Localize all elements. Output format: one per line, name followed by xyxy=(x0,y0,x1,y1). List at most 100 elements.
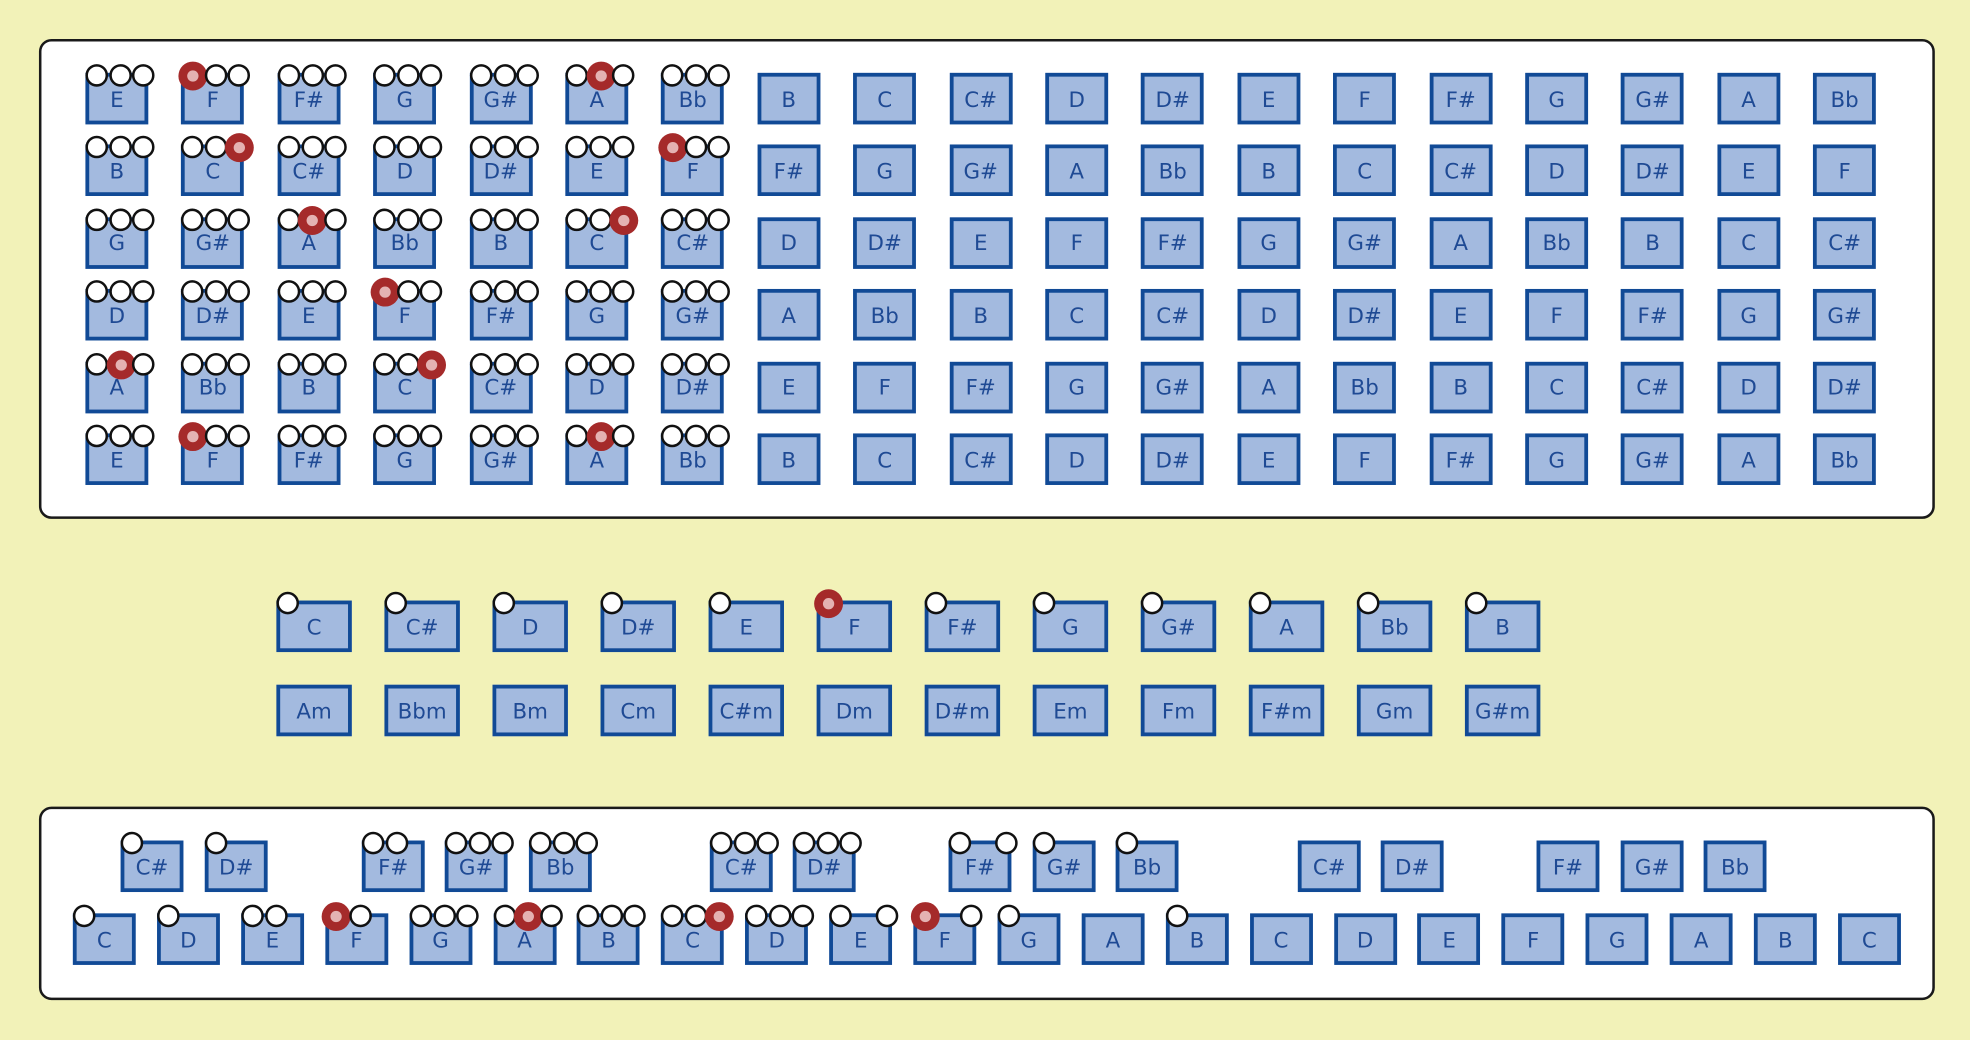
active-finger-marker-icon[interactable] xyxy=(416,350,446,379)
finger-marker-icon[interactable] xyxy=(181,280,205,304)
finger-marker-icon[interactable] xyxy=(948,831,972,855)
finger-marker-icon[interactable] xyxy=(515,424,539,448)
black-key[interactable]: G# xyxy=(1620,840,1684,893)
finger-marker-icon[interactable] xyxy=(323,352,347,376)
fret-key[interactable]: A xyxy=(277,205,347,269)
white-key[interactable]: E xyxy=(829,904,899,965)
fret-key[interactable]: E xyxy=(1717,144,1781,197)
finger-marker-icon[interactable] xyxy=(301,64,324,87)
root-note-button[interactable]: D xyxy=(492,591,568,653)
fret-key[interactable]: G xyxy=(1237,217,1301,269)
fret-key[interactable]: Bb xyxy=(1813,433,1877,485)
finger-marker-icon[interactable] xyxy=(277,280,301,304)
fret-key[interactable]: G xyxy=(1045,361,1109,413)
finger-marker-icon[interactable] xyxy=(109,208,132,231)
white-key[interactable]: E xyxy=(1417,913,1481,965)
finger-marker-icon[interactable] xyxy=(397,424,420,448)
fret-key[interactable]: F xyxy=(178,422,251,485)
white-key[interactable]: G xyxy=(1585,913,1649,965)
finger-marker-icon[interactable] xyxy=(875,904,899,928)
root-note-button[interactable]: A xyxy=(1248,591,1325,653)
finger-marker-icon[interactable] xyxy=(565,280,588,304)
finger-marker-icon[interactable] xyxy=(227,352,251,376)
finger-marker-icon[interactable] xyxy=(131,136,155,159)
finger-marker-icon[interactable] xyxy=(468,831,492,855)
finger-marker-icon[interactable] xyxy=(493,64,516,87)
finger-marker-icon[interactable] xyxy=(419,136,443,159)
finger-marker-icon[interactable] xyxy=(1032,831,1056,855)
fret-key[interactable]: C# xyxy=(1141,289,1205,341)
black-key[interactable]: C# xyxy=(120,831,184,893)
finger-marker-icon[interactable] xyxy=(959,904,983,928)
fret-key[interactable]: C xyxy=(1717,217,1781,269)
fret-key[interactable]: F xyxy=(1333,433,1397,485)
finger-marker-icon[interactable] xyxy=(611,280,635,304)
fret-key[interactable]: E xyxy=(85,64,155,125)
chord-button[interactable]: F#m xyxy=(1248,684,1325,737)
fret-key[interactable]: Bb xyxy=(1333,361,1397,413)
finger-marker-icon[interactable] xyxy=(661,64,684,87)
finger-marker-icon[interactable] xyxy=(419,64,443,87)
finger-marker-icon[interactable] xyxy=(816,831,840,855)
finger-marker-icon[interactable] xyxy=(707,64,731,87)
finger-marker-icon[interactable] xyxy=(419,424,443,448)
finger-marker-icon[interactable] xyxy=(276,591,300,615)
fret-key[interactable]: C xyxy=(373,350,446,413)
fret-key[interactable]: G# xyxy=(181,208,251,269)
root-note-button[interactable]: F# xyxy=(924,591,1001,653)
fret-key[interactable]: C xyxy=(1525,361,1589,413)
finger-marker-icon[interactable] xyxy=(708,591,732,615)
black-key[interactable]: Bb xyxy=(528,831,599,893)
finger-marker-icon[interactable] xyxy=(661,208,684,231)
finger-marker-icon[interactable] xyxy=(72,904,96,928)
finger-marker-icon[interactable] xyxy=(277,352,301,376)
finger-marker-icon[interactable] xyxy=(264,904,288,928)
fret-key[interactable]: D xyxy=(1525,144,1589,197)
active-finger-marker-icon[interactable] xyxy=(608,205,638,235)
finger-marker-icon[interactable] xyxy=(709,831,733,855)
finger-marker-icon[interactable] xyxy=(589,280,612,304)
finger-marker-icon[interactable] xyxy=(205,64,228,87)
fret-key[interactable]: Bb xyxy=(181,352,251,413)
fret-key[interactable]: A xyxy=(1429,217,1493,269)
fret-key[interactable]: E xyxy=(1237,72,1301,125)
chord-button[interactable]: Dm xyxy=(816,684,893,737)
fret-key[interactable]: F# xyxy=(469,280,539,341)
finger-marker-icon[interactable] xyxy=(685,136,708,159)
finger-marker-icon[interactable] xyxy=(1115,831,1139,855)
finger-marker-icon[interactable] xyxy=(85,280,109,304)
fret-key[interactable]: F xyxy=(1525,289,1589,341)
black-key[interactable]: D# xyxy=(792,831,862,893)
fret-key[interactable]: E xyxy=(277,280,347,341)
finger-marker-icon[interactable] xyxy=(493,208,516,231)
finger-marker-icon[interactable] xyxy=(611,424,635,448)
finger-marker-icon[interactable] xyxy=(565,208,588,231)
finger-marker-icon[interactable] xyxy=(301,424,324,448)
fret-key[interactable]: C xyxy=(181,133,254,197)
finger-marker-icon[interactable] xyxy=(109,136,132,159)
finger-marker-icon[interactable] xyxy=(661,280,684,304)
finger-marker-icon[interactable] xyxy=(565,352,588,376)
fret-key[interactable]: A xyxy=(85,350,155,413)
chord-button[interactable]: Am xyxy=(276,684,352,737)
black-key[interactable]: D# xyxy=(1380,840,1444,893)
finger-marker-icon[interactable] xyxy=(361,831,385,855)
fret-key[interactable]: F xyxy=(1333,72,1397,125)
fret-key[interactable]: C xyxy=(1333,144,1397,197)
chord-button[interactable]: D#m xyxy=(924,684,1001,737)
fret-key[interactable]: D# xyxy=(1141,433,1205,485)
finger-marker-icon[interactable] xyxy=(397,136,420,159)
fret-key[interactable]: A xyxy=(1237,361,1301,413)
white-key[interactable]: G xyxy=(997,904,1061,965)
finger-marker-icon[interactable] xyxy=(469,136,492,159)
finger-marker-icon[interactable] xyxy=(455,904,479,928)
white-key[interactable]: B xyxy=(1165,904,1229,965)
fret-key[interactable]: F xyxy=(853,361,917,413)
finger-marker-icon[interactable] xyxy=(493,352,516,376)
white-key[interactable]: D xyxy=(156,904,220,965)
finger-marker-icon[interactable] xyxy=(1032,591,1056,615)
finger-marker-icon[interactable] xyxy=(733,831,757,855)
fret-key[interactable]: F xyxy=(658,133,731,197)
fret-key[interactable]: G# xyxy=(661,280,731,341)
fret-key[interactable]: D xyxy=(1045,72,1109,125)
